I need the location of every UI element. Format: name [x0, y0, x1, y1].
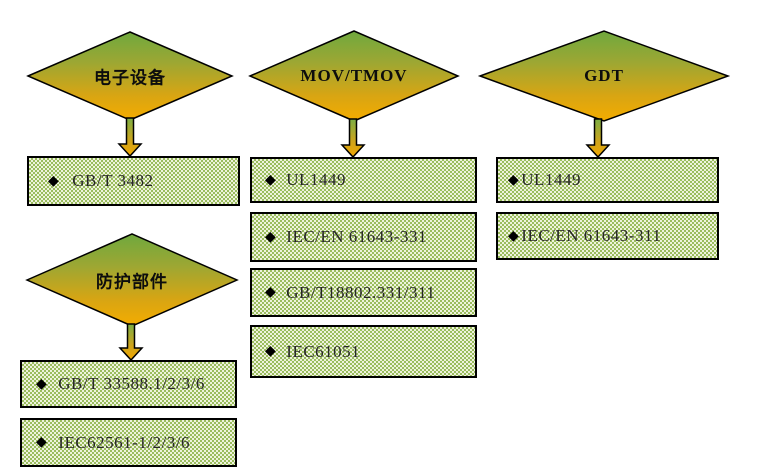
- diamond-bullet-icon: ◆: [508, 172, 520, 188]
- standard-box-iec62561: ◆ IEC62561-1/2/3/6: [20, 418, 237, 467]
- flow-group-gdt: GDT: [477, 30, 731, 159]
- diamond-label-mov-tmov: MOV/TMOV: [300, 66, 408, 85]
- diamond-bullet-icon: ◆: [36, 376, 48, 392]
- standard-label: IEC/EN 61643-331: [286, 227, 427, 246]
- down-arrow-icon: [117, 117, 143, 158]
- flow-group-mov-tmov: MOV/TMOV: [248, 30, 460, 159]
- diamond-bullet-icon: ◆: [48, 173, 60, 189]
- standard-label: UL1449: [286, 170, 346, 189]
- diamond-bullet-icon: ◆: [265, 172, 277, 188]
- diamond-and-arrow-graphic: [248, 30, 460, 159]
- standard-label: GB/T 3482: [72, 171, 154, 190]
- standard-box-ul1449-mov: ◆ UL1449: [250, 157, 477, 203]
- diamond-label-protection-components: 防护部件: [96, 272, 168, 292]
- diamond-label-electronic-equipment: 电子设备: [94, 68, 166, 88]
- standard-label: GB/T 33588.1/2/3/6: [58, 374, 205, 393]
- standard-box-ul1449-gdt: ◆ UL1449: [496, 157, 719, 203]
- diamond-shape: [477, 30, 731, 122]
- standard-box-iec-en-61643-331: ◆ IEC/EN 61643-331: [250, 212, 477, 262]
- standard-box-gbt18802: ◆ GB/T18802.331/311: [250, 268, 477, 317]
- diamond-bullet-icon: ◆: [508, 228, 520, 244]
- standard-box-iec-en-61643-311: ◆ IEC/EN 61643-311: [496, 212, 719, 260]
- diamond-shape: [26, 31, 234, 121]
- diamond-shape: [25, 233, 239, 327]
- flow-group-protection-components: 防护部件: [25, 232, 239, 362]
- standard-label: GB/T18802.331/311: [286, 282, 436, 302]
- standard-box-iec61051: ◆ IEC61051: [250, 325, 477, 378]
- down-arrow-icon: [118, 323, 144, 362]
- standard-label: IEC62561-1/2/3/6: [58, 432, 190, 452]
- diamond-and-arrow-graphic: [25, 233, 239, 362]
- standard-label: UL1449: [521, 170, 581, 189]
- standard-label: IEC61051: [286, 341, 361, 361]
- diamond-and-arrow-graphic: [477, 30, 731, 159]
- diamond-bullet-icon: ◆: [265, 229, 277, 245]
- down-arrow-icon: [340, 118, 366, 159]
- diamond-bullet-icon: ◆: [36, 435, 48, 450]
- standard-box-gbt3482: ◆ GB/T 3482: [27, 156, 240, 206]
- diamond-shape: [248, 30, 460, 122]
- standard-box-gbt33588: ◆ GB/T 33588.1/2/3/6: [20, 360, 237, 408]
- diamond-and-arrow-graphic: [26, 31, 234, 158]
- diamond-label-gdt: GDT: [584, 66, 624, 85]
- diamond-bullet-icon: ◆: [265, 285, 277, 300]
- flow-group-electronic-equipment: 电子设备: [26, 30, 234, 158]
- diamond-bullet-icon: ◆: [265, 344, 277, 359]
- down-arrow-icon: [585, 118, 611, 159]
- standard-label: IEC/EN 61643-311: [521, 226, 662, 245]
